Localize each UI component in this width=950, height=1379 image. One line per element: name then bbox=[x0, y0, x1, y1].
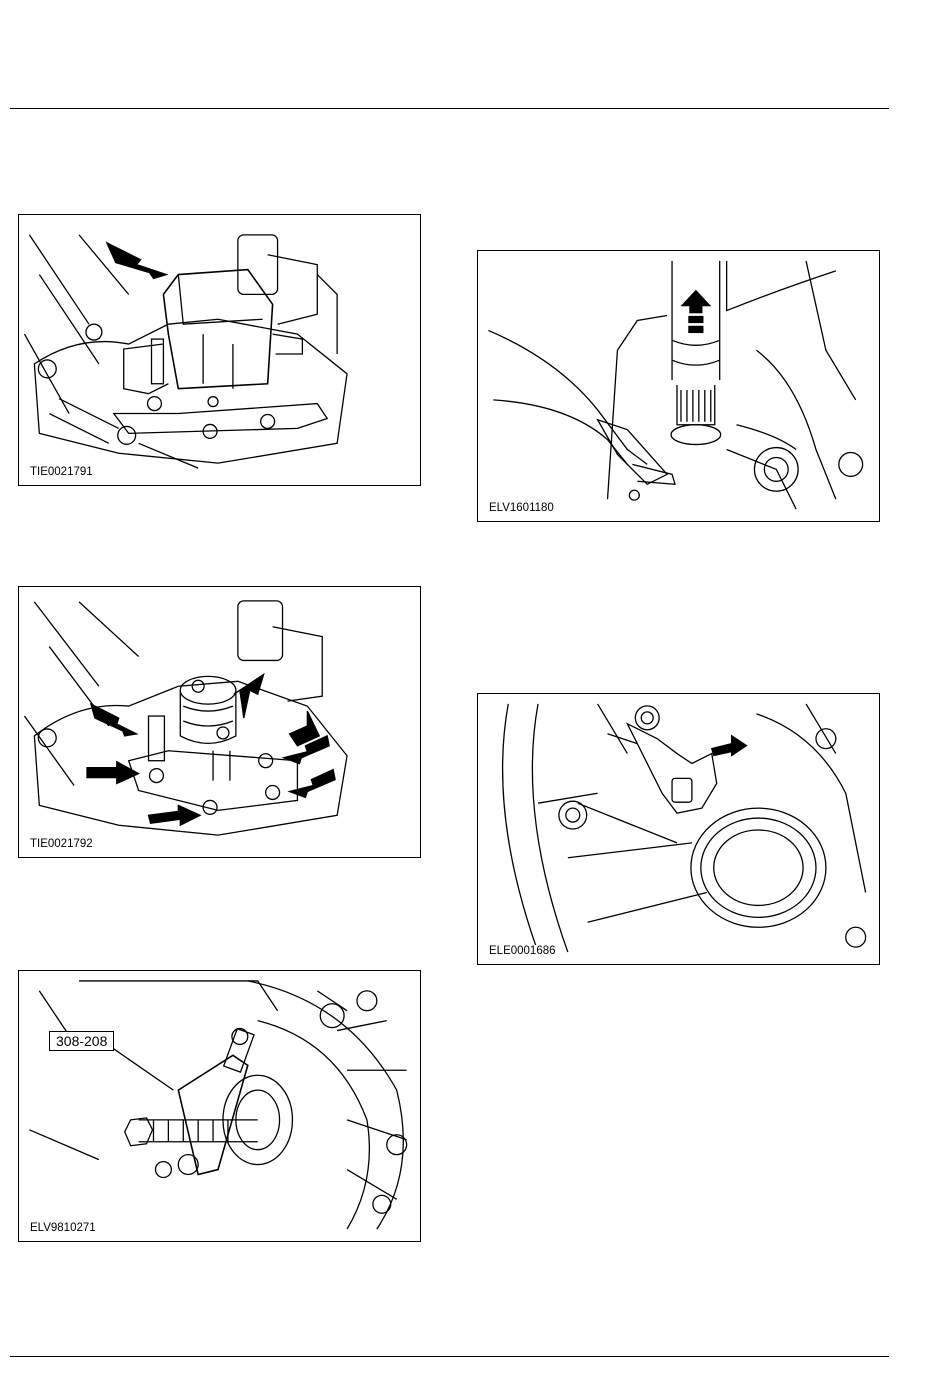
figure-code: TIE0021792 bbox=[28, 838, 95, 851]
figure-shaft-removal-illustration bbox=[478, 251, 879, 521]
figure-shaft-removal: ELV1601180 bbox=[477, 250, 880, 522]
figure-puller-tool: 308-208 ELV9810271 bbox=[18, 970, 421, 1242]
figure-shift-cover-illustration bbox=[19, 215, 420, 485]
tool-number-label: 308-208 bbox=[49, 1031, 114, 1051]
footer-rule bbox=[10, 1356, 889, 1357]
figure-sensor-bolt-illustration bbox=[478, 694, 879, 964]
figure-selector-bolts: TIE0021792 bbox=[18, 586, 421, 858]
header-rule bbox=[10, 108, 889, 109]
figure-shift-cover: TIE0021791 bbox=[18, 214, 421, 486]
figure-sensor-bolt: ELE0001686 bbox=[477, 693, 880, 965]
figure-puller-tool-illustration bbox=[19, 971, 420, 1241]
figure-selector-bolts-illustration bbox=[19, 587, 420, 857]
figure-code: ELV1601180 bbox=[487, 502, 556, 515]
figure-code: TIE0021791 bbox=[28, 466, 95, 479]
figure-code: ELE0001686 bbox=[487, 945, 558, 958]
figure-code: ELV9810271 bbox=[28, 1222, 98, 1235]
